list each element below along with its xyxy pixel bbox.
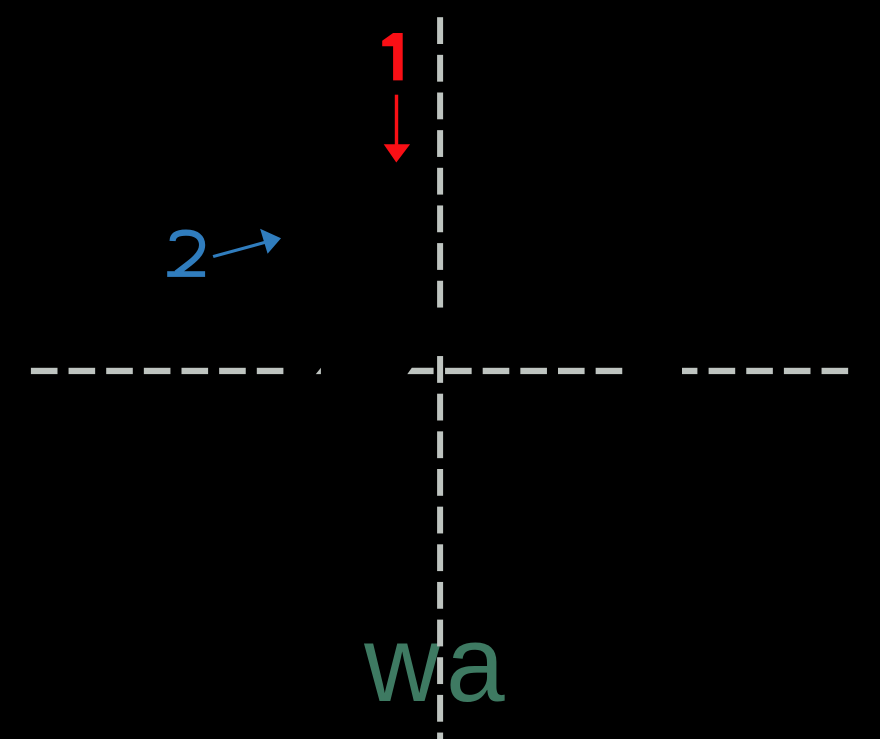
svg-text:a: a — [446, 603, 505, 725]
svg-text:w: w — [363, 603, 440, 725]
